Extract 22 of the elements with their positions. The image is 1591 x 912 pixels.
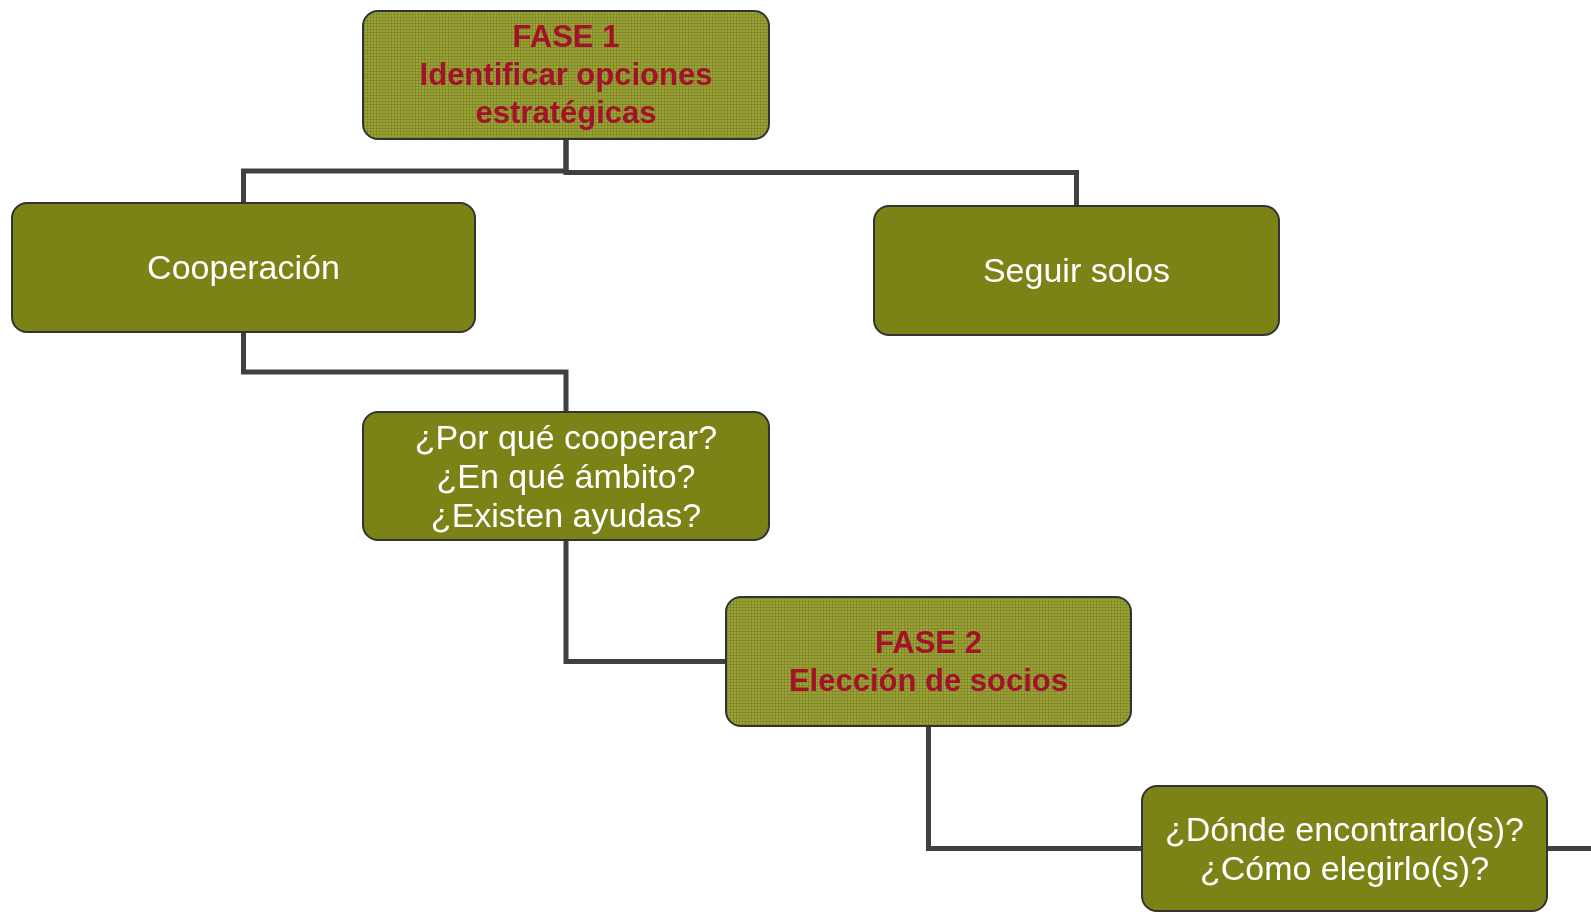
node-label: ¿Dónde encontrarlo(s)? <box>1164 809 1525 849</box>
process-box <box>1141 785 1548 912</box>
node-label: ¿En qué ámbito? <box>436 456 696 496</box>
node-label: Cooperación <box>147 248 340 287</box>
phase-title: Identificar opciones estratégicas <box>418 56 714 132</box>
phase-heading: FASE 2 <box>875 623 982 662</box>
connector-line <box>241 333 569 411</box>
phase-title: Elección de socios <box>788 661 1069 700</box>
node-label: Seguir solos <box>982 251 1171 290</box>
connector-line <box>1548 846 1591 851</box>
process-box <box>11 202 476 333</box>
node-label: ¿Cómo elegirlo(s)? <box>1199 848 1490 888</box>
phase-box <box>362 10 770 140</box>
process-box <box>362 411 770 541</box>
phase-heading: FASE 1 <box>512 18 620 56</box>
node-label: ¿Existen ayudas? <box>430 495 702 535</box>
connector-line <box>563 140 1079 205</box>
process-box <box>873 205 1280 336</box>
node-label: ¿Por qué cooperar? <box>414 417 718 457</box>
phase-box <box>725 596 1132 727</box>
connector-line <box>926 727 1141 851</box>
connector-line <box>563 541 725 664</box>
